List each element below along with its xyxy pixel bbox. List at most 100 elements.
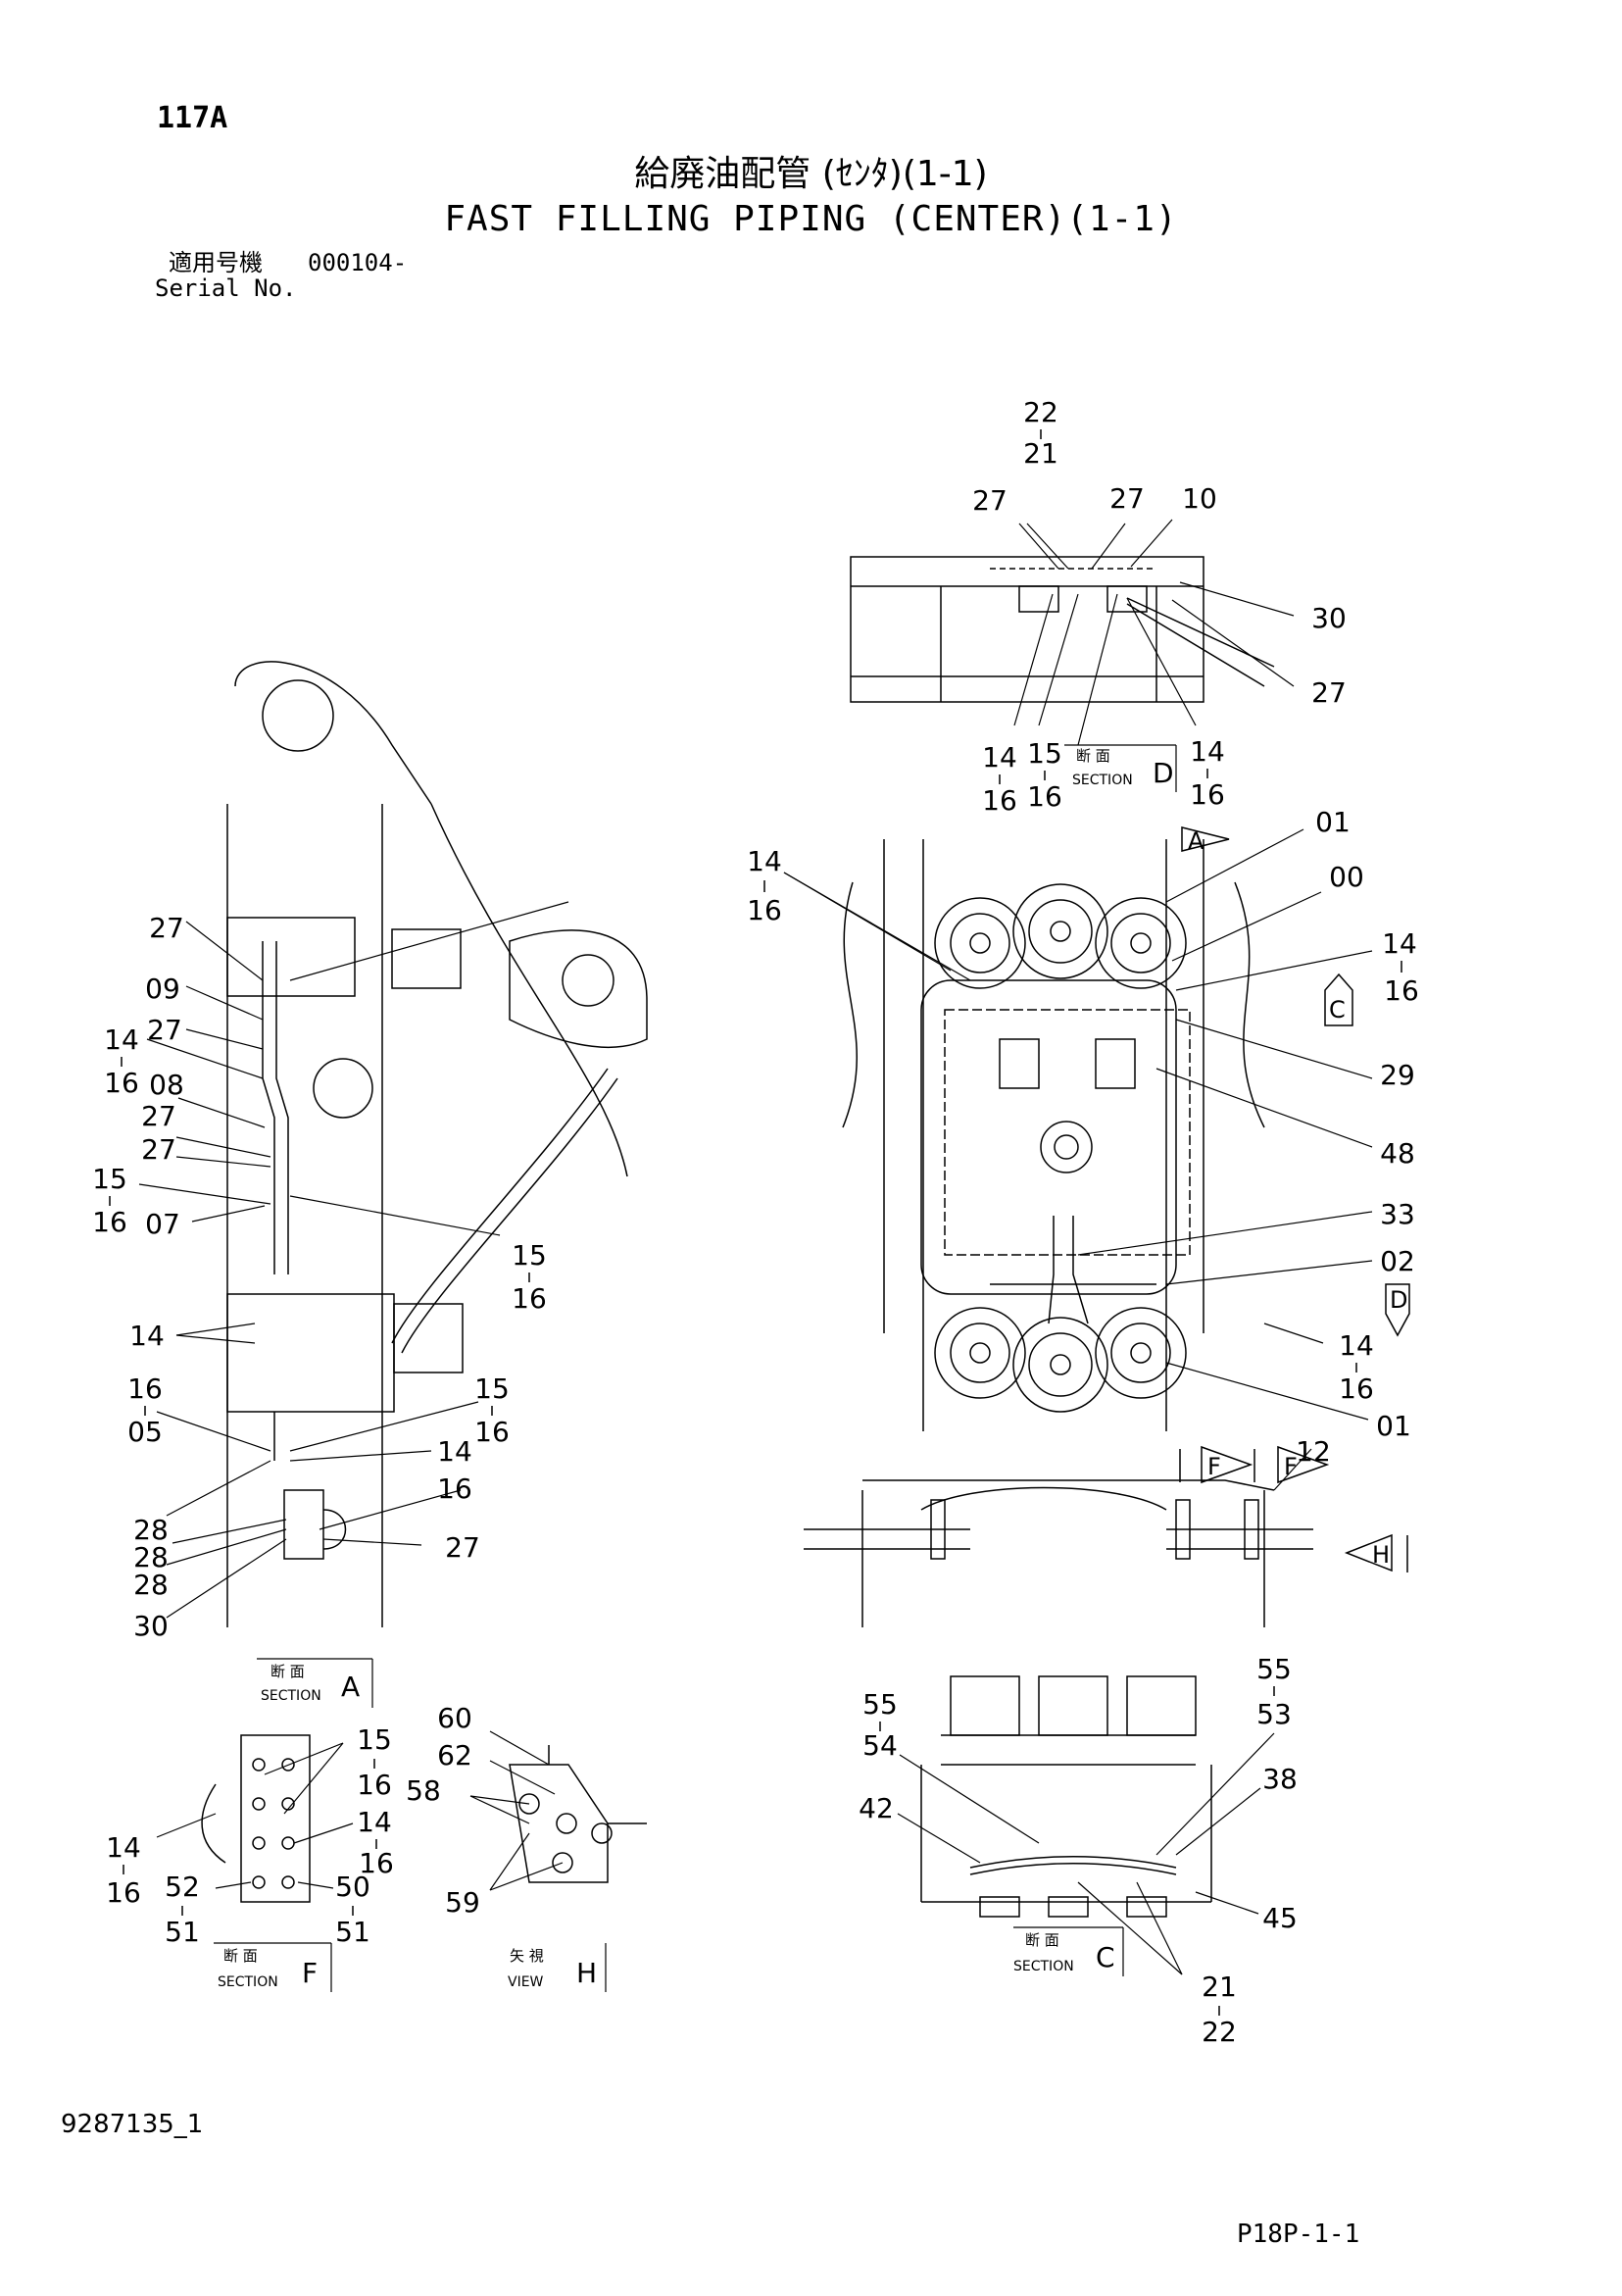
view-h-jp: 矢 視 — [510, 1947, 544, 1965]
section-f-letter: F — [302, 1957, 318, 1989]
callout-top-21: 21 — [1023, 437, 1058, 470]
callout-top-10: 10 — [1182, 482, 1217, 515]
direction-d-letter: D — [1390, 1286, 1407, 1314]
callout-c-38: 38 — [1262, 1763, 1298, 1795]
direction-a-letter: A — [1188, 827, 1204, 855]
callout-top-15: 15 — [1027, 737, 1062, 770]
callout-center-14b: 14 — [1382, 927, 1417, 960]
callout-f-51b: 51 — [335, 1916, 370, 1948]
serial-label-english: Serial No. — [155, 275, 297, 302]
section-d-jp: 断 面 — [1076, 747, 1110, 765]
callout-center-14a: 14 — [747, 845, 782, 877]
direction-f-letter-a: F — [1207, 1453, 1221, 1480]
callout-left-08: 08 — [149, 1069, 184, 1101]
filter-cluster-upper — [934, 883, 1187, 989]
callout-left-14c: 15 — [474, 1373, 510, 1405]
callout-left-16e: 16 — [474, 1416, 510, 1448]
callout-dividers — [109, 429, 1402, 2016]
section-f-jp: 断 面 — [223, 1947, 258, 1965]
callout-center-48: 48 — [1380, 1137, 1415, 1170]
callout-left-27b: 27 — [147, 1014, 182, 1046]
callout-left-16d: 05 — [127, 1416, 163, 1448]
callout-center-02: 02 — [1380, 1245, 1415, 1277]
callout-f-16c: 16 — [106, 1876, 141, 1909]
callout-c-54: 54 — [862, 1729, 898, 1762]
callout-f-52: 52 — [165, 1871, 200, 1903]
callout-f-50: 50 — [335, 1871, 370, 1903]
callout-center-16a: 16 — [747, 894, 782, 926]
callout-center-14c: 14 — [1339, 1329, 1374, 1362]
callout-left-27c: 27 — [141, 1100, 176, 1132]
section-c-letter: C — [1096, 1941, 1115, 1973]
view-h-drawing — [509, 1745, 647, 1883]
callout-center-16c: 16 — [1339, 1373, 1374, 1405]
callout-center-01b: 01 — [1376, 1410, 1411, 1442]
callout-left-15b: 16 — [127, 1373, 163, 1405]
callout-h-60: 60 — [437, 1702, 472, 1734]
section-d-en: SECTION — [1072, 773, 1133, 788]
callout-left-16b: 16 — [92, 1206, 127, 1238]
callout-left-09: 09 — [145, 973, 180, 1005]
callout-left-28c: 27 — [445, 1531, 480, 1564]
callout-c-45: 45 — [1262, 1902, 1298, 1934]
callout-f-16b: 16 — [359, 1847, 394, 1879]
callout-top-22: 22 — [1023, 396, 1058, 428]
title-english: FAST FILLING PIPING (CENTER)(1-1) — [444, 199, 1178, 239]
section-c-en: SECTION — [1013, 1959, 1074, 1974]
direction-f-letter-b: F — [1284, 1453, 1298, 1480]
callout-top-14b: 14 — [1190, 735, 1225, 768]
section-c-jp: 断 面 — [1025, 1931, 1059, 1949]
callout-top-27c: 27 — [1311, 676, 1347, 709]
serial-label-japanese: 適用号機 — [169, 249, 263, 276]
callout-c-21: 21 — [1202, 1971, 1237, 2003]
callout-left-28e: 30 — [133, 1610, 169, 1642]
callout-f-14b: 14 — [106, 1831, 141, 1864]
callout-h-62: 62 — [437, 1739, 472, 1772]
callout-left-27e: 16 — [437, 1472, 472, 1505]
section-a-en: SECTION — [261, 1688, 321, 1704]
callout-center-16b: 16 — [1384, 974, 1419, 1007]
callout-top-27a: 27 — [972, 484, 1008, 517]
callout-center-33: 33 — [1380, 1198, 1415, 1230]
center-plan-frame — [804, 839, 1313, 1627]
section-f-drawing — [201, 1734, 311, 1903]
callout-center-12: 12 — [1296, 1435, 1331, 1468]
callout-left-27d: 27 — [141, 1133, 176, 1166]
top-view-frame — [850, 556, 1275, 703]
document-number: 9287135_1 — [61, 2110, 204, 2139]
callout-c-55a: 55 — [862, 1688, 898, 1721]
callout-left-30: 28 — [133, 1569, 169, 1601]
callout-top-30: 30 — [1311, 602, 1347, 634]
callout-left-16a: 16 — [104, 1067, 139, 1099]
callout-f-51a: 51 — [165, 1916, 200, 1948]
callout-left-27a: 27 — [149, 912, 184, 944]
view-h-letter: H — [576, 1957, 597, 1989]
direction-c-letter: C — [1329, 996, 1346, 1023]
callout-h-59: 59 — [445, 1886, 480, 1919]
callout-f-15: 15 — [357, 1723, 392, 1756]
section-c-drawing — [920, 1675, 1212, 1918]
direction-arrows — [1179, 826, 1410, 1572]
callout-h-58: 58 — [406, 1774, 441, 1807]
left-elevation — [226, 661, 648, 1627]
view-h-en: VIEW — [508, 1974, 544, 1990]
callout-left-14a: 14 — [104, 1023, 139, 1056]
callout-left-28b: 28 — [133, 1514, 169, 1546]
page-reference: P18P-1-1 — [1237, 2220, 1360, 2249]
page-code: 117A — [157, 101, 228, 135]
section-a-letter: A — [341, 1671, 360, 1703]
title-japanese: 給廃油配管 (ｾﾝﾀ)(1-1) — [634, 154, 988, 194]
callout-c-53: 53 — [1256, 1698, 1292, 1730]
callout-center-01a: 01 — [1315, 806, 1351, 838]
callout-top-16a: 16 — [982, 784, 1017, 817]
callout-f-16a: 16 — [357, 1769, 392, 1801]
callout-center-29: 29 — [1380, 1059, 1415, 1091]
callout-left-28a: 14 — [437, 1435, 472, 1468]
callout-left-07: 07 — [145, 1208, 180, 1240]
callout-left-16c: 16 — [512, 1282, 547, 1315]
callout-c-42: 42 — [859, 1792, 894, 1824]
callout-top-27b: 27 — [1109, 482, 1145, 515]
section-d-letter: D — [1153, 757, 1174, 789]
leader-lines — [138, 519, 1373, 1975]
